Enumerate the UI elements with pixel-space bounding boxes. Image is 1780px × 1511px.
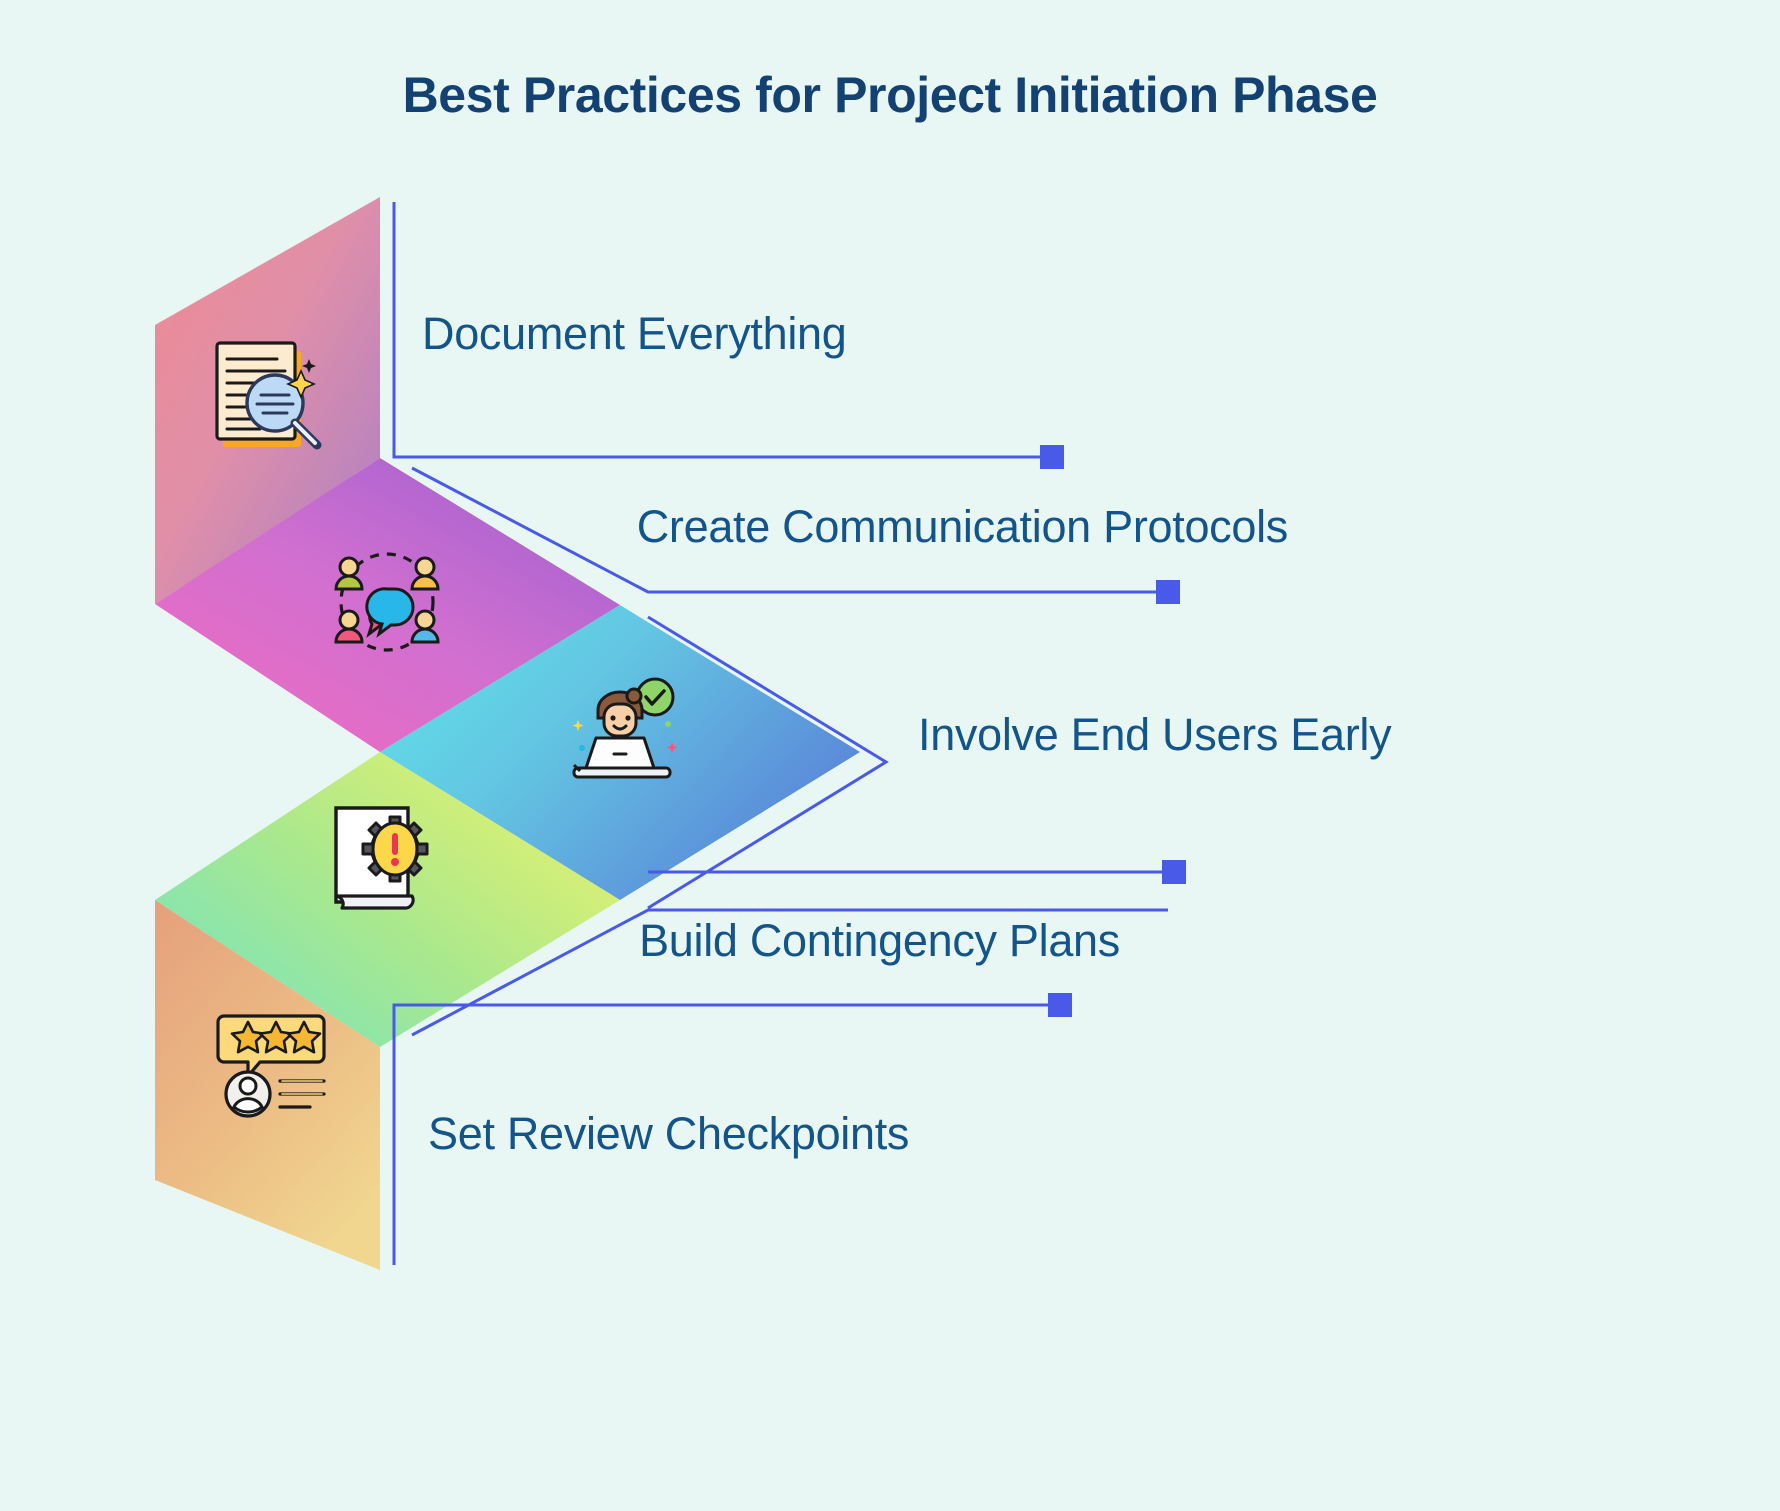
step-label-1: Document Everything <box>422 308 847 359</box>
connector-line-3 <box>647 615 889 910</box>
step-label-3: Involve End Users Early <box>918 709 1392 760</box>
connector-line-2 <box>411 466 1163 594</box>
connector-marker-1 <box>1040 445 1064 469</box>
step-label-5: Set Review Checkpoints <box>428 1108 910 1159</box>
document-gear-alert-icon <box>322 800 447 920</box>
connector-marker-2 <box>1156 580 1180 604</box>
page-title: Best Practices for Project Initiation Ph… <box>402 67 1378 123</box>
step-label-4: Build Contingency Plans <box>639 915 1120 966</box>
connector-line-4 <box>411 908 1168 1037</box>
user-laptop-approved-icon <box>560 672 685 787</box>
star-rating-review-icon <box>210 1008 335 1120</box>
document-magnifier-icon <box>205 337 335 457</box>
connector-line-5 <box>392 1003 1055 1265</box>
connector-line-1 <box>392 202 1045 459</box>
connector-marker-5 <box>1048 993 1072 1017</box>
step-label-2: Create Communication Protocols <box>636 501 1289 552</box>
team-chat-network-icon <box>325 545 450 660</box>
